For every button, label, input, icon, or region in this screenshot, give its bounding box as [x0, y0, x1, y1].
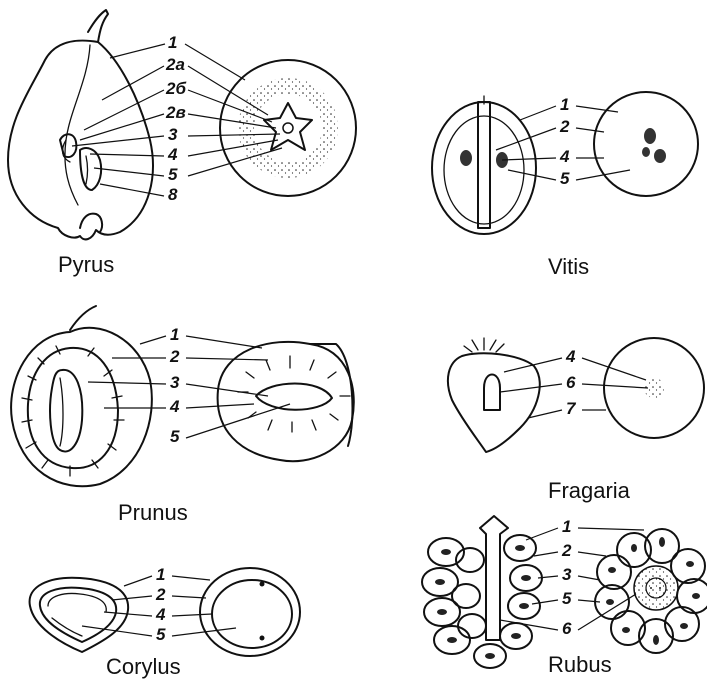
rubus-label-5: 5: [562, 589, 572, 608]
rubus-label-6: 6: [562, 619, 572, 638]
prunus-label-5: 5: [170, 427, 180, 446]
fragaria-longitudinal-section: [448, 338, 540, 452]
fragaria-label-4: 4: [565, 347, 576, 366]
rubus-name: Rubus: [548, 652, 612, 677]
fragaria-label-7: 7: [566, 399, 577, 418]
vitis-name: Vitis: [548, 254, 589, 279]
fragaria-label-6: 6: [566, 373, 576, 392]
vitis-label-5: 5: [560, 169, 570, 188]
rubus-label-2: 2: [561, 541, 572, 560]
vitis-label-4: 4: [559, 147, 570, 166]
prunus-label-4: 4: [169, 397, 180, 416]
rubus-labels: 1 2 3 5 6 Rubus: [500, 517, 644, 677]
rubus-label-1: 1: [562, 517, 571, 536]
fragaria-cross-section: [604, 338, 704, 438]
pyrus-label-2a: 2а: [165, 55, 185, 74]
corylus-label-5: 5: [156, 625, 166, 644]
rubus-label-3: 3: [562, 565, 572, 584]
corylus-label-4: 4: [155, 605, 166, 624]
prunus-longitudinal-section: [11, 306, 152, 486]
corylus-name: Corylus: [106, 654, 181, 679]
pyrus-label-8: 8: [168, 185, 178, 204]
pyrus-label-5: 5: [168, 165, 178, 184]
vitis-cross-section: [594, 92, 698, 196]
corylus-cross-section: [200, 568, 300, 656]
corylus-longitudinal-section: [30, 578, 129, 652]
prunus-label-2: 2: [169, 347, 180, 366]
rubus-cross-section: [595, 529, 707, 653]
vitis-longitudinal-section: [432, 96, 536, 234]
vitis-label-1: 1: [560, 95, 569, 114]
pyrus-label-4: 4: [167, 145, 178, 164]
prunus-name: Prunus: [118, 500, 188, 525]
pyrus-label-2b: 2б: [165, 79, 186, 98]
pyrus-name: Pyrus: [58, 252, 114, 277]
prunus-label-1: 1: [170, 325, 179, 344]
vitis-labels: 1 2 4 5 Vitis: [496, 95, 630, 279]
pyrus-label-2v: 2в: [165, 103, 186, 122]
corylus-label-2: 2: [155, 585, 166, 604]
fragaria-name: Fragaria: [548, 478, 631, 503]
prunus-labels: 1 2 3 4 5 Prunus: [88, 325, 290, 525]
pyrus-label-1: 1: [168, 33, 177, 52]
rubus-longitudinal-section: [422, 516, 542, 668]
vitis-label-2: 2: [559, 117, 570, 136]
prunus-label-3: 3: [170, 373, 180, 392]
pyrus-label-3: 3: [168, 125, 178, 144]
corylus-label-1: 1: [156, 565, 165, 584]
pyrus-cross-section: [220, 60, 356, 196]
